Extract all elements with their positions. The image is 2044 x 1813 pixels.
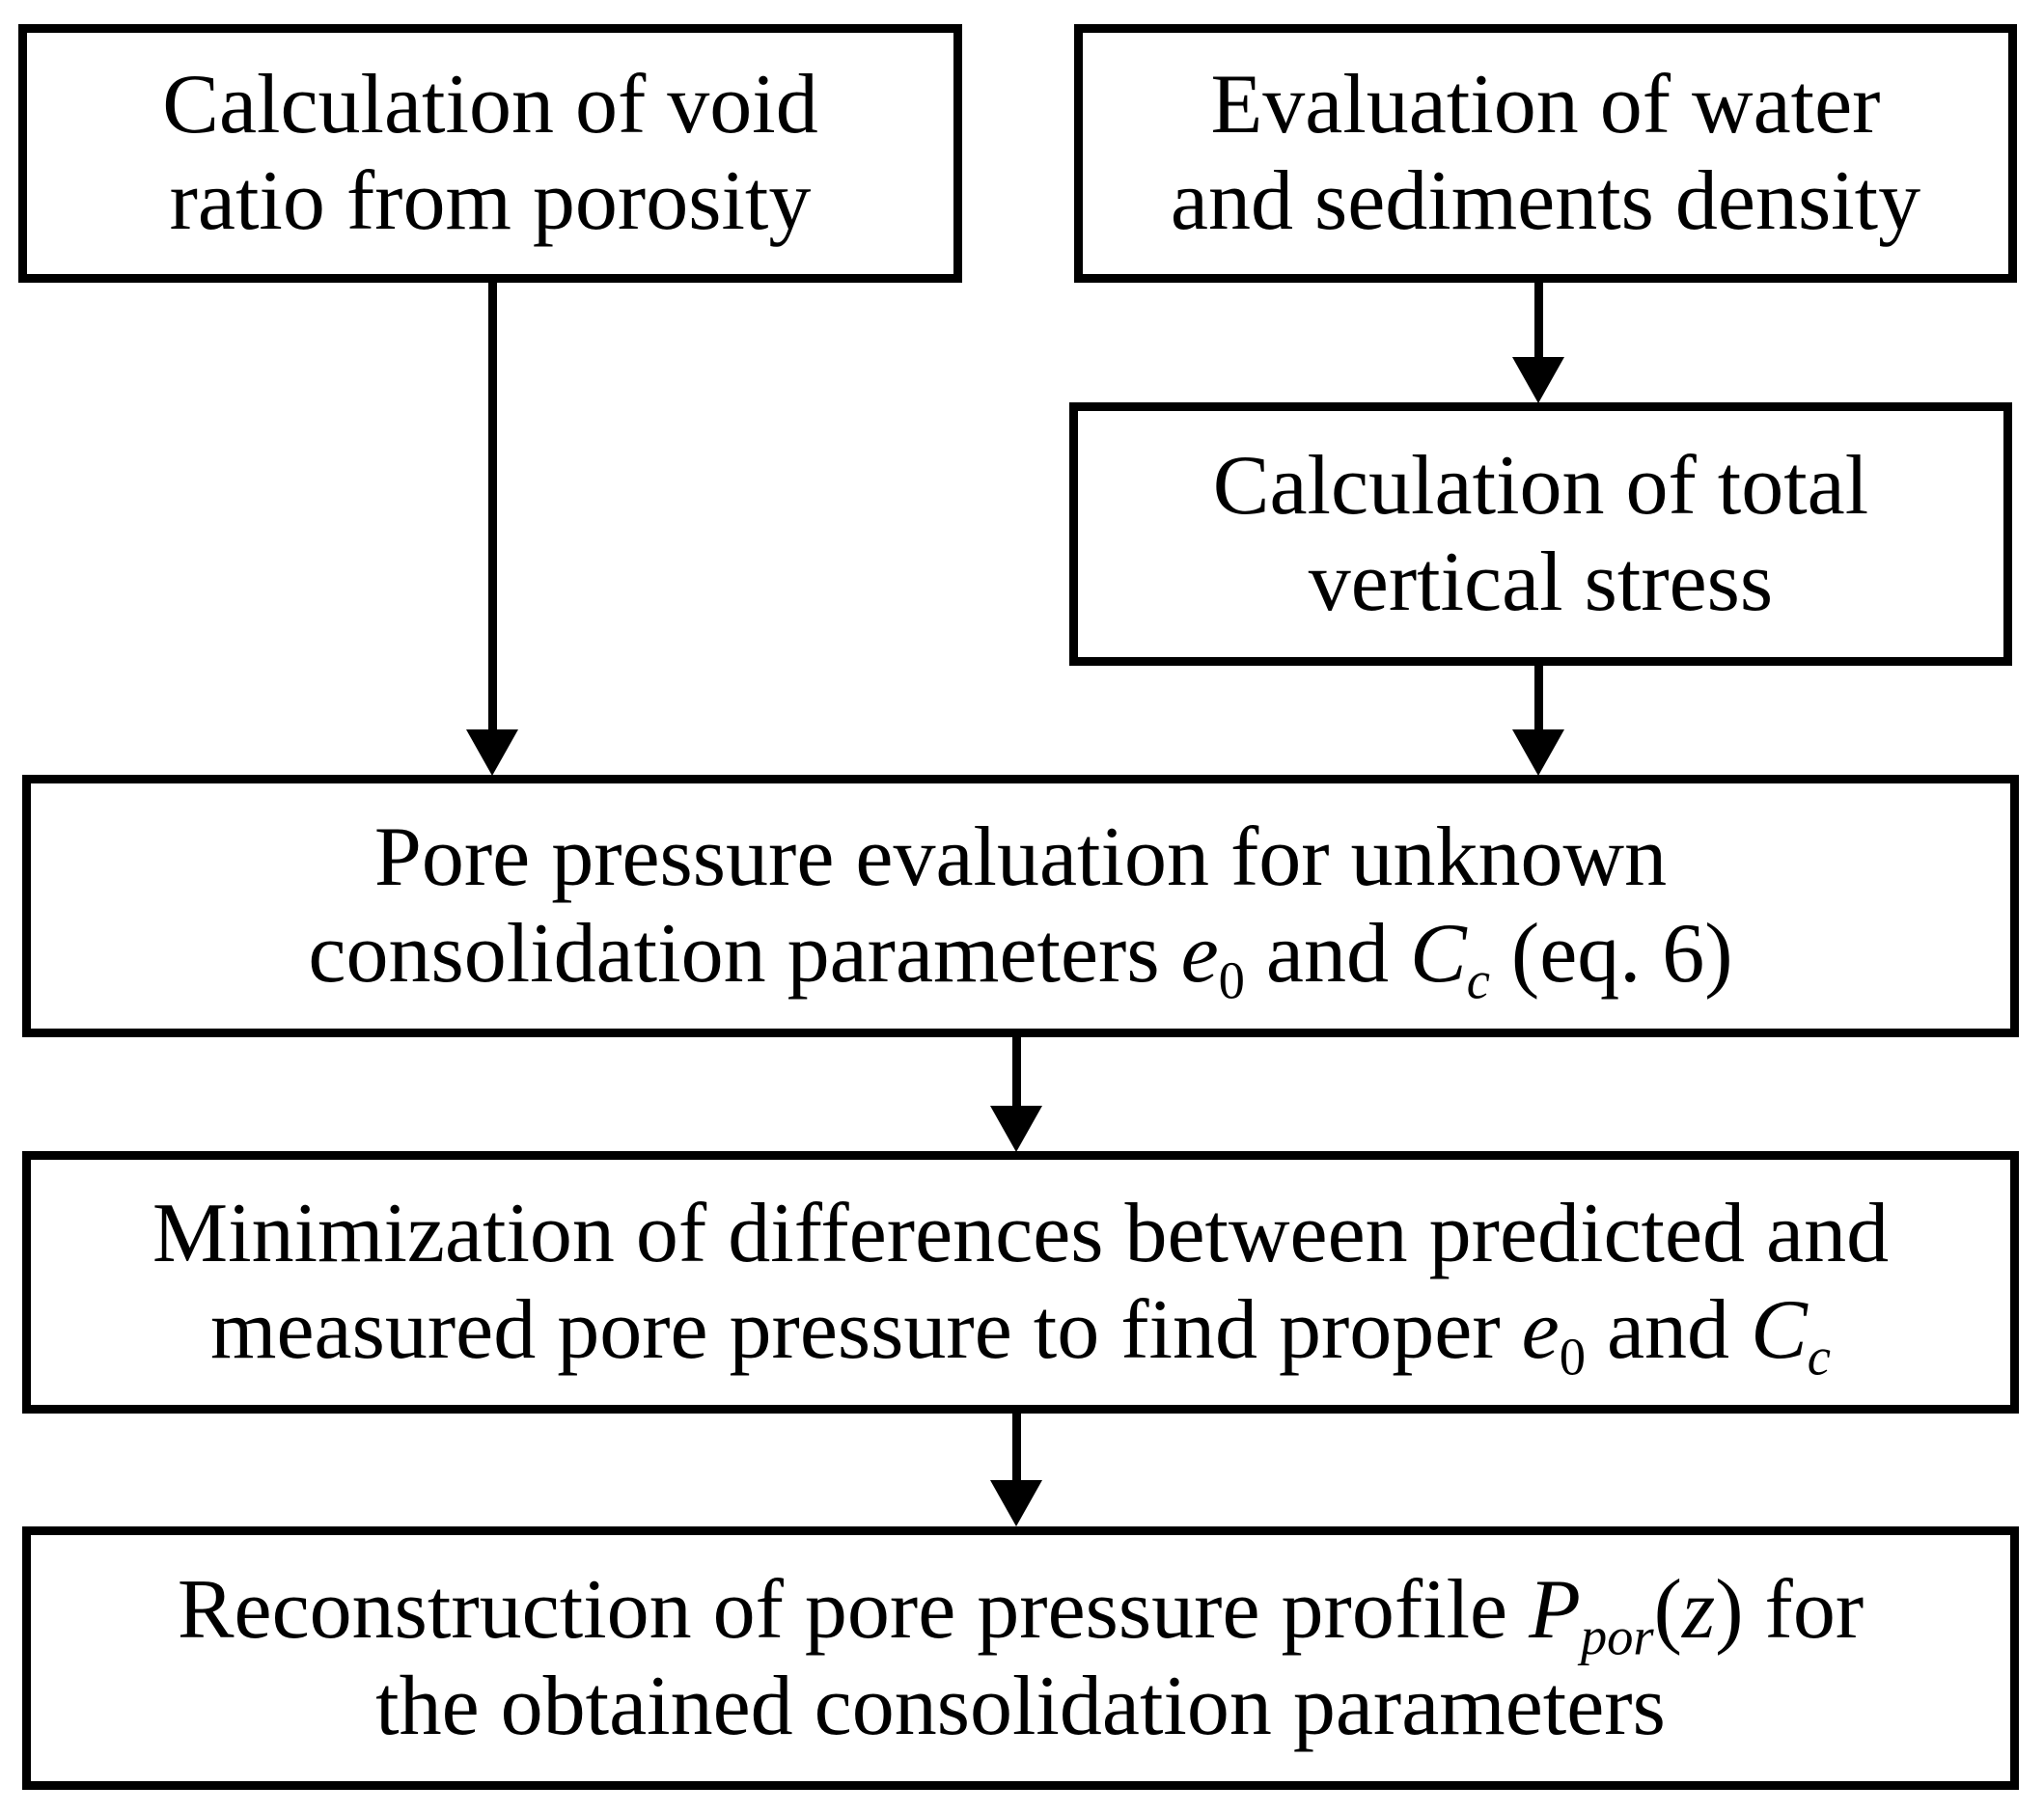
box-text-line: consolidation parameters e0 and Cc (eq. … [308,907,1733,1010]
box-text-line: Calculation of void [162,58,818,151]
box-text-line: Pore pressure evaluation for unknown [373,810,1668,904]
arrow-head-icon [1512,729,1564,776]
arrow-head-icon [990,1480,1042,1526]
box-calc-void-ratio: Calculation of void ratio from porosity [18,24,962,283]
box-text-line: Calculation of total [1212,438,1869,533]
box-minimization-differences: Minimization of differences between pred… [22,1151,2019,1414]
arrow-stem [1534,666,1543,730]
box-eval-water-sediment-density: Evaluation of water and sediments densit… [1074,24,2017,283]
arrow-stem [1534,283,1543,358]
box-text-line: Evaluation of water [1210,58,1881,151]
arrow-stem [1012,1414,1021,1481]
arrow-head-icon [990,1106,1042,1152]
box-text-line: vertical stress [1308,535,1774,629]
box-reconstruction-pore-pressure-profile: Reconstruction of pore pressure profile … [22,1526,2019,1790]
box-text-line: Reconstruction of pore pressure profile … [177,1562,1864,1665]
arrow-head-icon [1512,357,1564,403]
arrow-head-icon [466,729,518,776]
box-text-line: Minimization of differences between pred… [152,1187,1890,1280]
box-calc-total-vertical-stress: Calculation of total vertical stress [1069,402,2012,666]
box-pore-pressure-evaluation: Pore pressure evaluation for unknown con… [22,775,2019,1037]
box-text-line: ratio from porosity [169,154,812,248]
box-text-line: the obtained consolidation parameters [375,1659,1666,1753]
arrow-stem [1012,1037,1021,1107]
arrow-stem [488,283,497,730]
box-text-line: and sediments density [1170,154,1921,248]
box-text-line: measured pore pressure to find proper e0… [210,1283,1831,1387]
